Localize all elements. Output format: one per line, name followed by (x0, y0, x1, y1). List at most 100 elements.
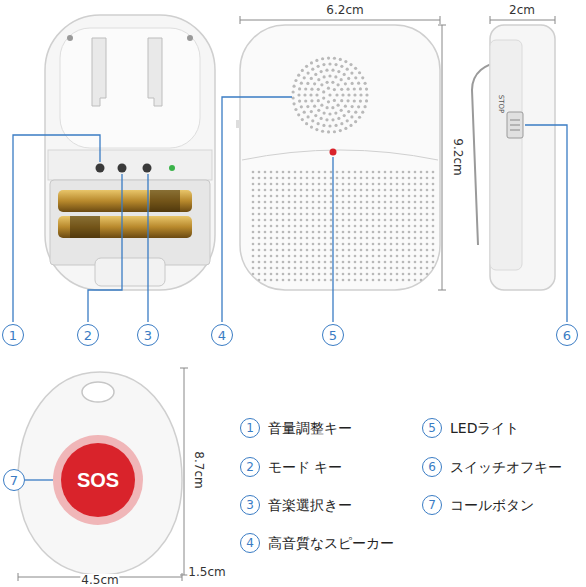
grille-dot (314, 114, 317, 117)
grille-dot (264, 189, 267, 192)
grille-dot (322, 63, 325, 66)
grille-dot (402, 195, 405, 198)
grille-dot (372, 183, 375, 186)
grille-dot (354, 261, 357, 264)
grille-dot (318, 225, 321, 228)
grille-dot (327, 56, 330, 59)
grille-dot (252, 219, 255, 222)
grille-dot (270, 231, 273, 234)
grille-dot (276, 213, 279, 216)
grille-dot (378, 177, 381, 180)
grille-dot (366, 195, 369, 198)
grille-dot (432, 237, 435, 240)
grille-dot (426, 231, 429, 234)
grille-dot (294, 249, 297, 252)
grille-dot (297, 113, 300, 116)
grille-dot (432, 267, 435, 270)
grille-dot (324, 213, 327, 216)
grille-dot (270, 237, 273, 240)
grille-dot (270, 183, 273, 186)
grille-dot (288, 261, 291, 264)
grille-dot (372, 207, 375, 210)
grille-dot (396, 177, 399, 180)
grille-dot (354, 189, 357, 192)
grille-dot (426, 273, 429, 276)
grille-dot (294, 261, 297, 264)
grille-dot (396, 225, 399, 228)
grille-dot (282, 213, 285, 216)
grille-dot (396, 207, 399, 210)
grille-dot (333, 130, 336, 133)
grille-dot (396, 255, 399, 258)
grille-dot (426, 279, 429, 282)
grille-dot (300, 105, 303, 108)
grille-dot (288, 183, 291, 186)
grille-dot (414, 237, 417, 240)
grille-dot (396, 219, 399, 222)
grille-dot (402, 219, 405, 222)
grille-dot (365, 87, 368, 90)
grille-dot (270, 189, 273, 192)
grille-dot (312, 237, 315, 240)
grille-dot (340, 78, 343, 81)
grille-dot (312, 273, 315, 276)
grille-dot (318, 231, 321, 234)
grille-dot (348, 255, 351, 258)
grille-dot (344, 82, 347, 85)
grille-dot (258, 189, 261, 192)
grille-dot (348, 267, 351, 270)
grille-dot (384, 219, 387, 222)
grille-dot (324, 225, 327, 228)
grille-dot (348, 213, 351, 216)
grille-dot (348, 171, 351, 174)
grille-dot (252, 177, 255, 180)
grille-dot (323, 75, 326, 78)
grille-dot (298, 99, 301, 102)
grille-dot (336, 189, 339, 192)
grille-dot (360, 255, 363, 258)
grille-dot (414, 249, 417, 252)
grille-dot (336, 267, 339, 270)
grille-dot (360, 267, 363, 270)
grille-dot (300, 219, 303, 222)
grille-dot (372, 267, 375, 270)
grille-dot (333, 99, 336, 102)
grille-dot (282, 243, 285, 246)
grille-dot (324, 195, 327, 198)
grille-dot (294, 231, 297, 234)
grille-dot (312, 243, 315, 246)
grille-dot (313, 82, 316, 85)
grille-dot (414, 231, 417, 234)
grille-dot (309, 93, 312, 96)
grille-dot (303, 93, 306, 96)
grille-dot (318, 273, 321, 276)
grille-dot (402, 231, 405, 234)
grille-dot (258, 237, 261, 240)
grille-dot (402, 261, 405, 264)
grille-dot (306, 237, 309, 240)
grille-dot (354, 111, 357, 114)
grille-dot (432, 201, 435, 204)
grille-dot (390, 189, 393, 192)
grille-dot (360, 177, 363, 180)
grille-dot (358, 116, 361, 119)
grille-dot (276, 279, 279, 282)
grille-dot (300, 189, 303, 192)
grille-dot (258, 183, 261, 186)
grille-dot (340, 88, 343, 91)
grille-dot (340, 122, 343, 125)
grille-dot (324, 201, 327, 204)
grille-dot (301, 69, 304, 72)
grille-dot (330, 189, 333, 192)
grille-dot (325, 118, 328, 121)
grille-dot (359, 87, 362, 90)
grille-dot (340, 109, 343, 112)
grille-dot (276, 219, 279, 222)
grille-dot (324, 171, 327, 174)
grille-dot (366, 255, 369, 258)
grille-dot (324, 183, 327, 186)
grille-dot (390, 201, 393, 204)
grille-dot (312, 255, 315, 258)
grille-dot (294, 279, 297, 282)
grille-dot (336, 273, 339, 276)
